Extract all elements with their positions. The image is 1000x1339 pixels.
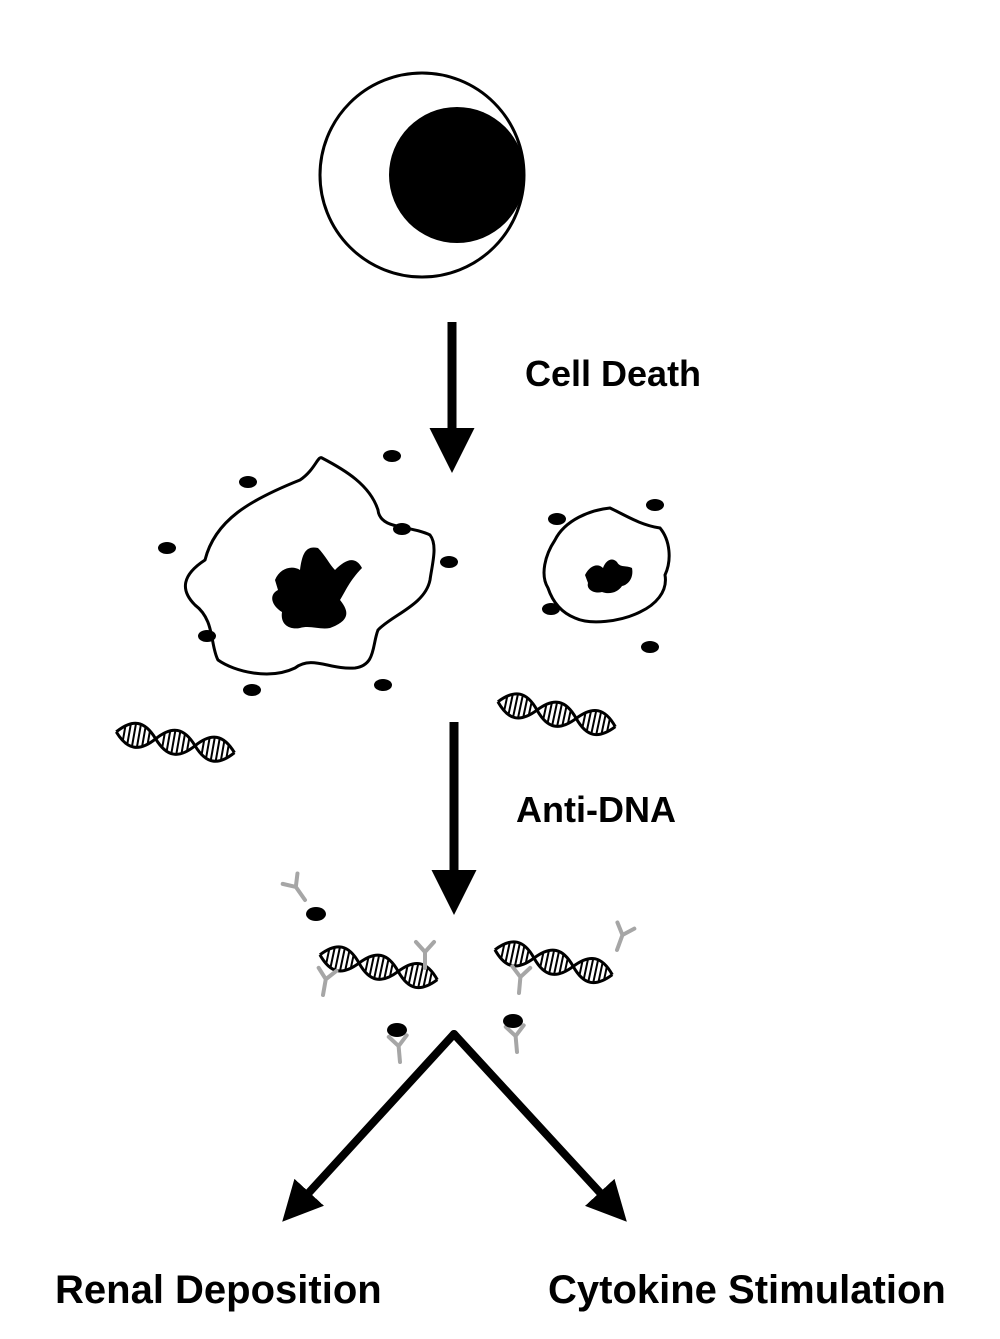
free-antibody-left (386, 1023, 411, 1065)
dna-helix-free-left (112, 718, 239, 767)
cell-nucleus (389, 107, 525, 243)
label-anti-dna: Anti-DNA (516, 789, 676, 830)
arrow-branch-right (450, 1030, 627, 1222)
label-cell-death: Cell Death (525, 353, 701, 394)
label-renal-deposition: Renal Deposition (55, 1268, 382, 1312)
free-antibody-right (503, 1014, 528, 1055)
apoptotic-cell-large (184, 456, 436, 676)
arrow-branch-left (282, 1030, 458, 1222)
label-cytokine-stimulation: Cytokine Stimulation (548, 1268, 946, 1312)
nuclear-fragments (158, 450, 664, 696)
immune-complex-right (490, 920, 637, 996)
immune-complex-left (280, 871, 442, 999)
dna-helix-free-right (493, 688, 620, 740)
antibody-icon (508, 964, 533, 996)
condensed-chromatin-large (272, 547, 362, 629)
condensed-chromatin-small (585, 559, 633, 594)
antibody-icon (606, 920, 637, 956)
healthy-cell (318, 71, 526, 279)
apoptotic-cell-small (542, 506, 671, 624)
antibody-icon (386, 1033, 411, 1065)
antibody-icon (312, 965, 339, 999)
antibody-icon (280, 871, 315, 908)
antibody-icon (503, 1023, 528, 1055)
